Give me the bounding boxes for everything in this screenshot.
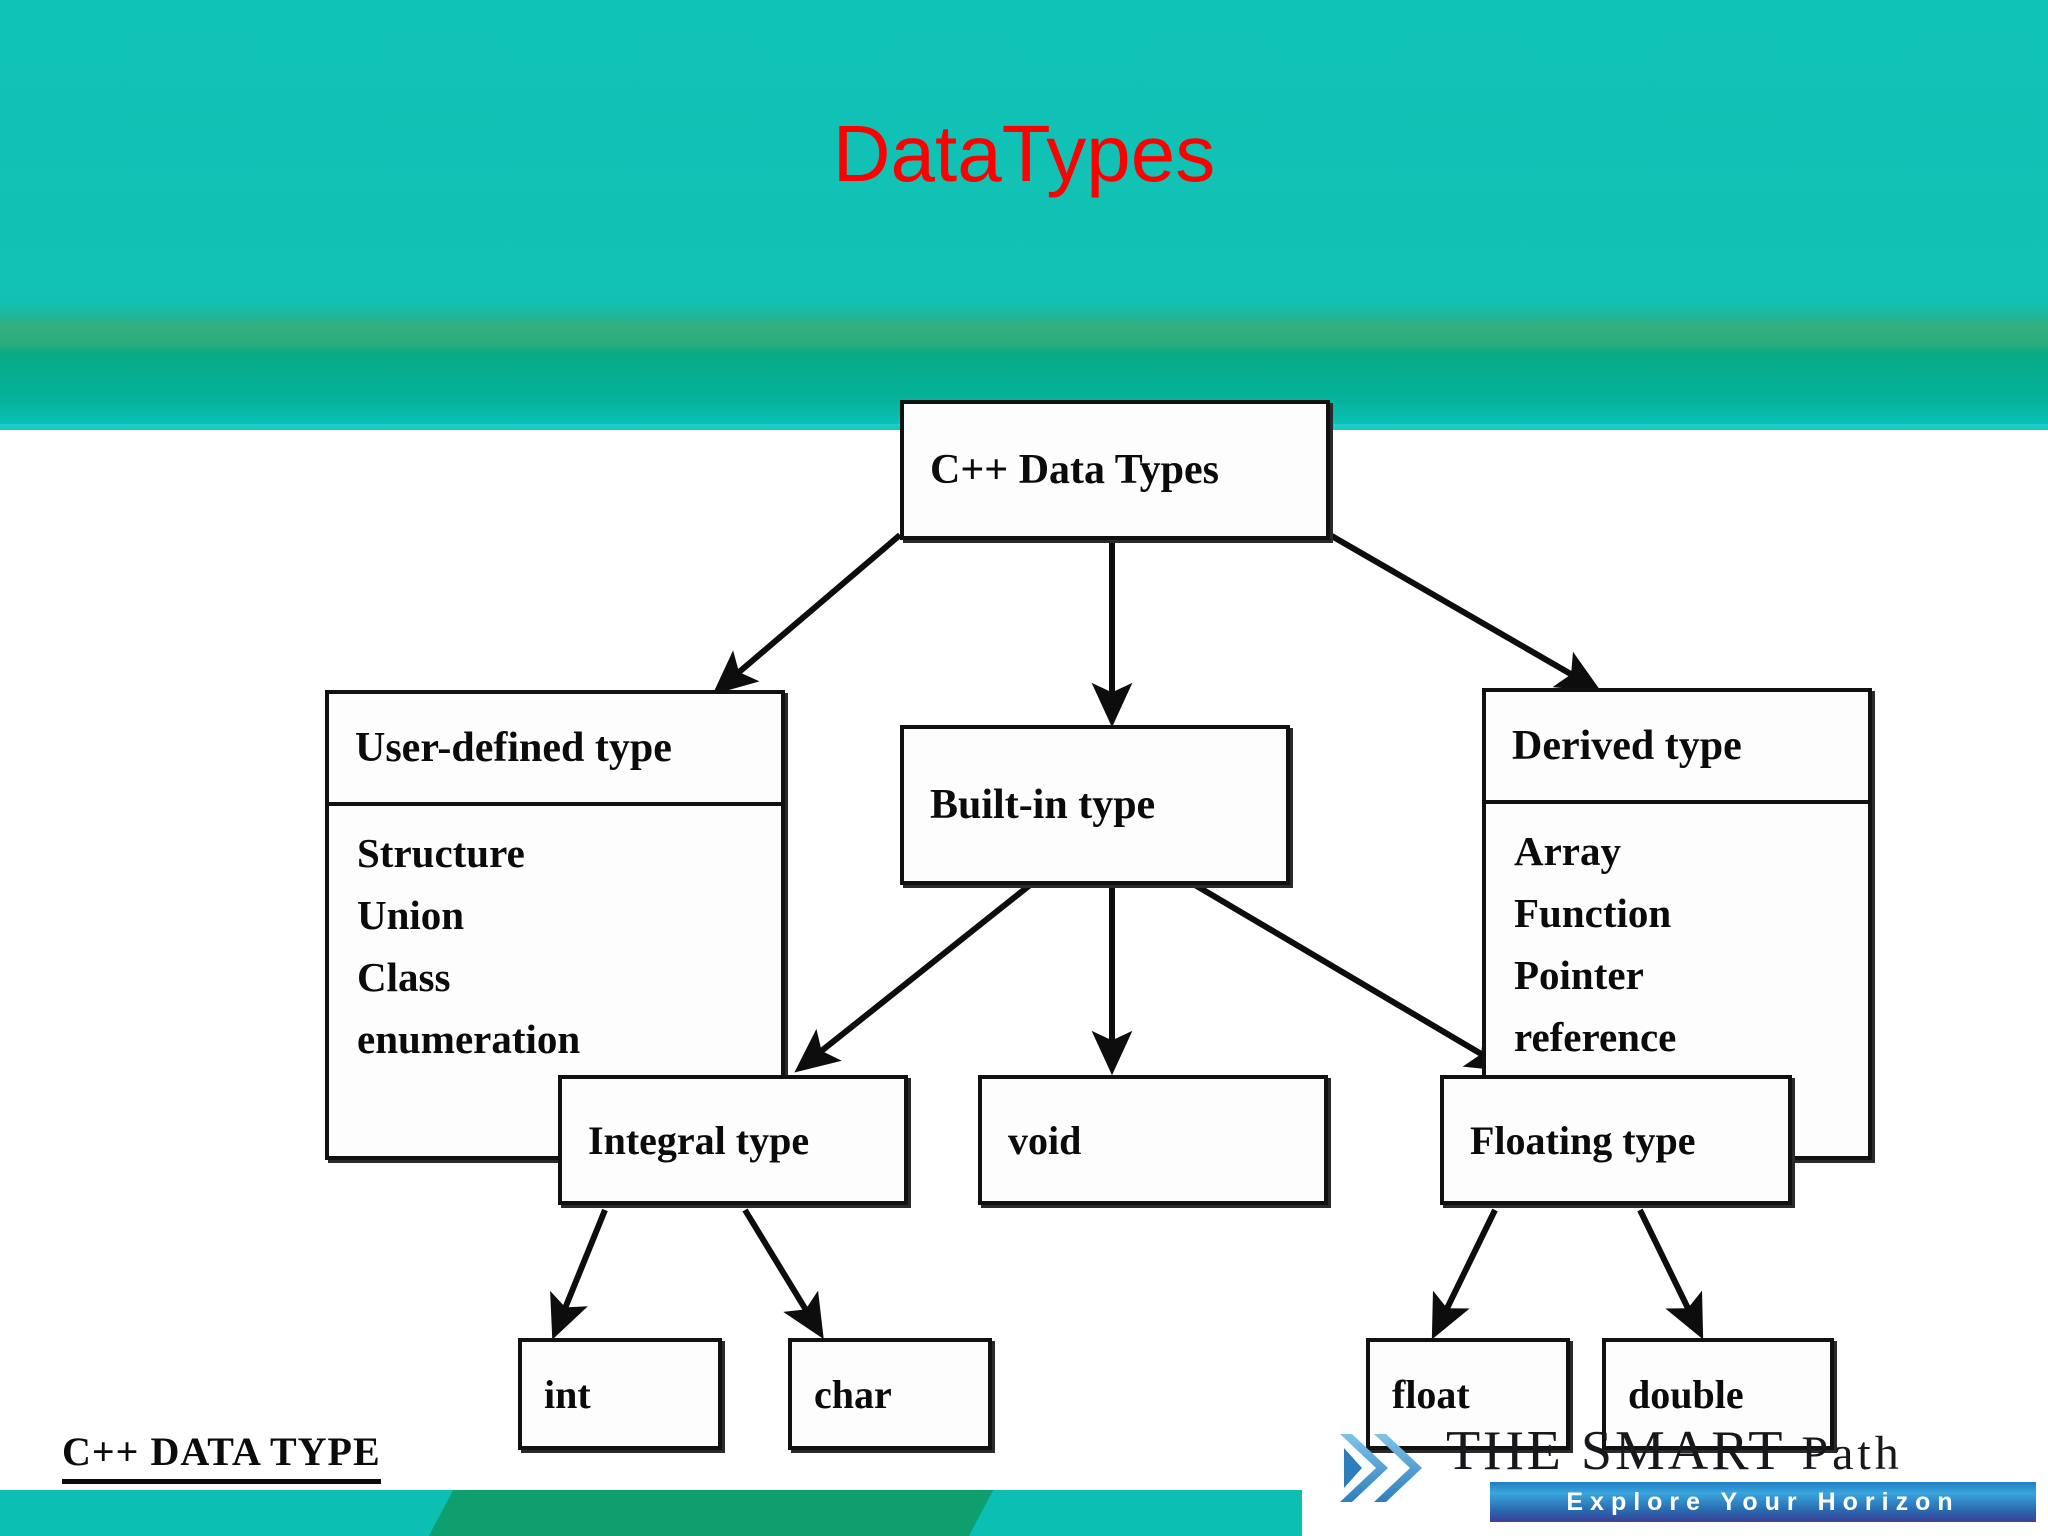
list-item: Structure [357, 830, 525, 876]
node-user-defined-divider [329, 802, 781, 806]
node-double[interactable]: double [1602, 1338, 1834, 1450]
node-derived-type-header: Derived type [1512, 723, 1742, 769]
page-title: DataTypes [832, 109, 1216, 198]
list-item: enumeration [357, 1016, 581, 1062]
footer-wedge-teal [961, 1490, 1302, 1536]
chevron-double-right-icon [1340, 1434, 1422, 1502]
node-cpp-data-types[interactable]: C++ Data Types [900, 400, 1330, 540]
node-user-defined-type-header: User-defined type [355, 725, 672, 771]
node-void[interactable]: void [978, 1075, 1328, 1205]
smart-path-logo: THE SMART Path Explore Your Horizon [1336, 1420, 2036, 1532]
node-float[interactable]: float [1366, 1338, 1570, 1450]
node-int[interactable]: int [518, 1338, 722, 1450]
datatype-diagram: C++ Data Types User-defined type Structu… [0, 400, 2048, 1450]
node-integral-type[interactable]: Integral type [558, 1075, 908, 1205]
logo-tagline: Explore Your Horizon [1490, 1482, 2036, 1522]
node-char[interactable]: char [788, 1338, 992, 1450]
node-floating-type-label: Floating type [1470, 1117, 1696, 1163]
node-floating-type[interactable]: Floating type [1440, 1075, 1792, 1205]
logo-brand-text: THE SMART Path [1446, 1420, 1903, 1485]
list-item: reference [1514, 1014, 1677, 1060]
node-void-label: void [1008, 1117, 1082, 1163]
diagram-connectors [550, 532, 1704, 1340]
node-cpp-data-types-label: C++ Data Types [930, 447, 1219, 493]
header-sheen [0, 322, 2048, 356]
list-item: Function [1514, 890, 1672, 936]
node-integral-type-label: Integral type [588, 1117, 810, 1163]
node-int-label: int [544, 1371, 591, 1417]
node-derived-divider [1486, 800, 1868, 804]
node-float-label: float [1392, 1371, 1470, 1417]
node-double-label: double [1628, 1371, 1744, 1417]
footer-caption: C++ DATA TYPE [62, 1428, 381, 1484]
node-derived-items: Array Function Pointer reference [1486, 820, 1868, 1068]
node-built-in-type-label: Built-in type [930, 782, 1156, 828]
list-item: Class [357, 954, 451, 1000]
logo-brand-light: Path [1801, 1427, 1903, 1480]
node-built-in-type[interactable]: Built-in type [900, 725, 1290, 885]
list-item: Array [1514, 828, 1622, 874]
list-item: Union [357, 892, 465, 938]
node-char-label: char [814, 1371, 892, 1417]
header-banner [0, 0, 2048, 430]
list-item: Pointer [1514, 952, 1644, 998]
footer-wedge-green [421, 1490, 1019, 1536]
logo-brand-bold: THE SMART [1446, 1420, 1785, 1482]
footer-decorative-band [0, 1490, 1302, 1536]
node-user-defined-items: Structure Union Class enumeration [329, 822, 781, 1070]
